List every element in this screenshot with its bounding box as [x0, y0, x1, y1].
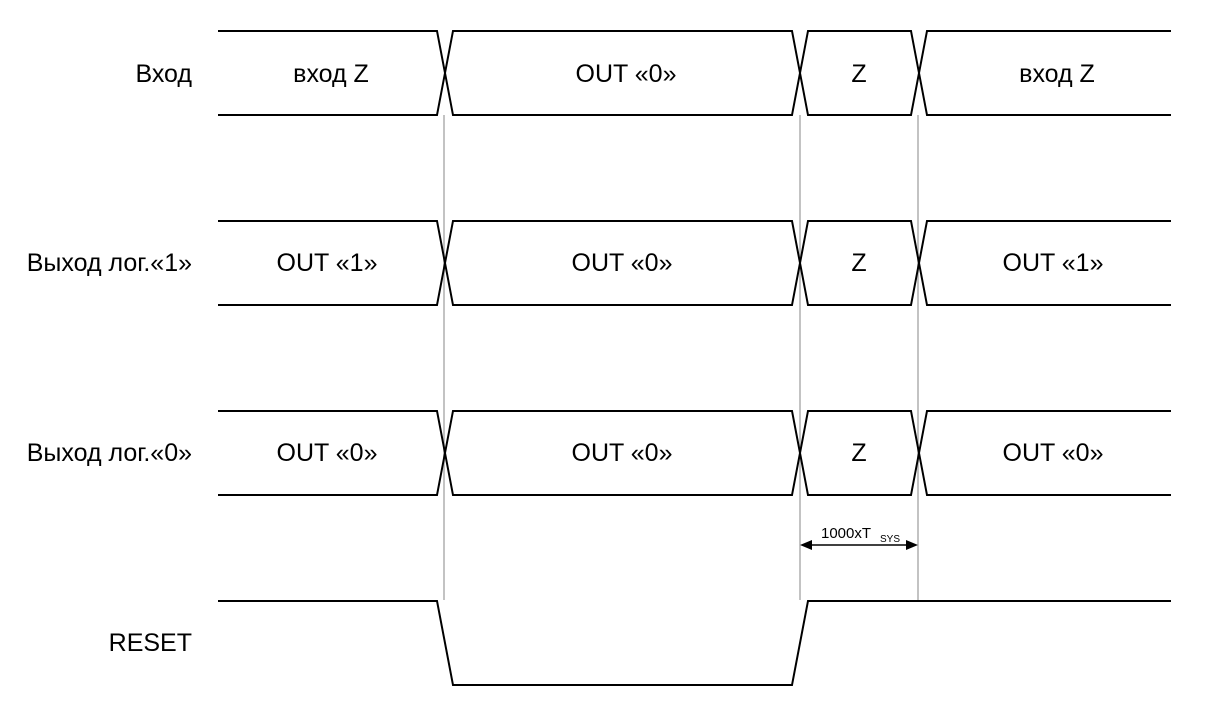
segment-label: OUT «0»: [576, 60, 677, 88]
signal-label-output-1: Выход лог.«1»: [27, 249, 192, 277]
segment-label: OUT «0»: [572, 249, 673, 277]
signal-row-output-0: Выход лог.«0» OUT «0» OUT «0» Z OUT «0»: [27, 410, 1171, 496]
signal-row-input: Вход вход Z OUT «0» Z вход Z: [135, 30, 1171, 116]
signal-row-reset: RESET: [109, 600, 1171, 686]
segment-label: OUT «0»: [277, 439, 378, 467]
bus-waveform-output-0: [218, 410, 1171, 496]
signal-label-input: Вход: [135, 60, 192, 88]
segment-label: вход Z: [1019, 60, 1095, 88]
segment-label: Z: [851, 60, 866, 88]
segment-label: OUT «0»: [1003, 439, 1104, 467]
segment-label: Z: [851, 249, 866, 277]
segment-label: OUT «1»: [277, 249, 378, 277]
signal-label-output-0: Выход лог.«0»: [27, 439, 192, 467]
arrow-right-icon: [906, 540, 918, 550]
segment-label: Z: [851, 439, 866, 467]
arrow-left-icon: [800, 540, 812, 550]
bus-waveform-output-1: [218, 220, 1171, 306]
duration-subscript: SYS: [880, 534, 900, 545]
signal-label-reset: RESET: [109, 629, 192, 657]
segment-label: OUT «1»: [1003, 249, 1104, 277]
duration-label: 1000xT: [821, 525, 871, 542]
signal-row-output-1: Выход лог.«1» OUT «1» OUT «0» Z OUT «1»: [27, 220, 1171, 306]
duration-annotation: 1000xT SYS: [800, 525, 918, 550]
segment-label: вход Z: [293, 60, 369, 88]
reset-waveform: [218, 600, 1171, 686]
segment-label: OUT «0»: [572, 439, 673, 467]
bus-waveform-input: [218, 30, 1171, 116]
